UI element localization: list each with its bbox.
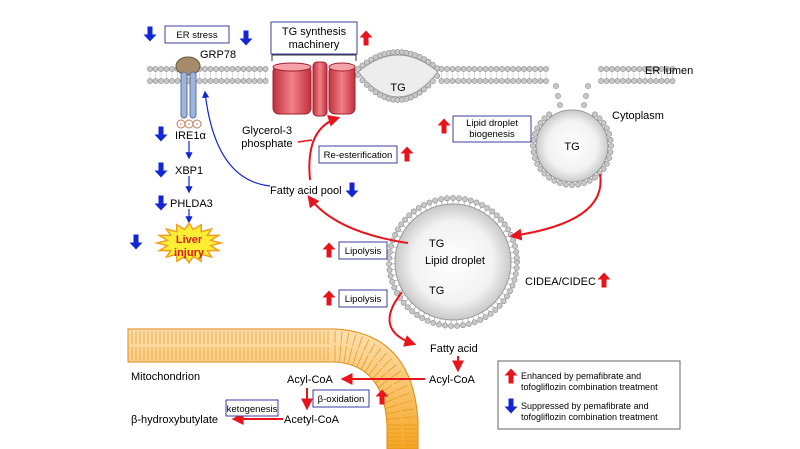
xbp1-label: XBP1 <box>175 165 203 177</box>
ketogenesis-box <box>225 399 279 417</box>
ire1a-label: IRE1α <box>175 130 206 142</box>
arrow-bud-to-droplet <box>509 173 602 241</box>
er-lumen-label: ER lumen <box>645 65 693 77</box>
er-membrane-heads <box>147 66 676 84</box>
enhanced-arrow-tg-synthesis <box>359 30 373 46</box>
arrow-lipolysis-to-fatty-acid <box>388 291 417 347</box>
suppressed-arrow-phlda3 <box>154 195 168 211</box>
legend-box <box>497 360 681 430</box>
arrow-fapool-er-stress <box>202 90 271 187</box>
phlda3-label: PHLDA3 <box>170 198 213 210</box>
beta-hydroxybutylate-label: β-hydroxybutylate <box>131 414 218 426</box>
enhanced-arrow-lipolysis-2 <box>322 290 336 306</box>
cytoplasm-label: Cytoplasm <box>612 110 664 122</box>
tg-ld-bottom-label: TG <box>429 285 444 297</box>
enhanced-arrow-lipolysis-1 <box>322 242 336 258</box>
suppressed-arrow-fatty-acid-pool <box>345 182 359 198</box>
budding-droplet-heads <box>530 83 614 188</box>
beta-oxidation-label: β-oxidation <box>318 394 365 405</box>
mitochondrion-membrane <box>127 328 419 449</box>
er-stress-box <box>164 25 230 44</box>
acyl-coa-right-label: Acyl-CoA <box>429 374 476 386</box>
liver-injury-burst <box>154 221 224 265</box>
tg-synthesis-machinery-protein <box>272 61 356 117</box>
svg-text:P: P <box>180 122 183 127</box>
ketogenesis-label: ketogenesis <box>227 404 278 415</box>
enhanced-arrow-ld-biogenesis <box>437 118 451 134</box>
beta-oxidation-box <box>312 389 370 408</box>
machinery-bracket <box>271 54 357 61</box>
suppressed-arrow-liver-injury <box>129 234 143 250</box>
lipid-droplet-heads <box>386 195 520 329</box>
svg-text:P: P <box>188 122 191 127</box>
svg-text:P: P <box>196 122 199 127</box>
lipid-droplet-label: Lipid droplet <box>425 255 485 267</box>
lipolysis-box-1 <box>338 241 388 260</box>
enhanced-arrow-re-esterification <box>400 146 414 162</box>
suppressed-arrow-xbp1 <box>154 162 168 178</box>
enhanced-arrow-cidea <box>597 272 611 288</box>
legend-enhanced-icon <box>504 368 518 384</box>
enhanced-arrows <box>322 30 611 405</box>
fatty-acid-label: Fatty acid <box>430 343 478 355</box>
legend-suppressed-icon <box>504 398 518 414</box>
lipolysis-label-2: Lipolysis <box>345 294 382 305</box>
suppressed-arrow-er-stress <box>143 26 157 42</box>
lipolysis-label-1: Lipolysis <box>345 246 382 257</box>
re-esterification-label: Re-esterification <box>324 150 393 161</box>
tg-bud-label: TG <box>564 141 579 153</box>
suppressed-arrow-grp78 <box>239 30 253 46</box>
mitochondrion-stripes <box>131 331 417 449</box>
re-esterification-box <box>318 145 398 164</box>
enhanced-arrow-beta-oxidation <box>375 389 389 405</box>
budding-lipid-droplet <box>535 109 609 183</box>
tg-er-label: TG <box>390 82 405 94</box>
lipolysis-box-2 <box>338 289 388 308</box>
er-stress-label: ER stress <box>176 30 217 41</box>
acetyl-coa-label: Acetyl-CoA <box>284 414 340 426</box>
lipid-droplet-biogenesis-box <box>452 115 532 143</box>
arrow-lipolysis-to-pool <box>307 195 409 244</box>
mitochondrion-label: Mitochondrion <box>131 371 200 383</box>
grp78-ire1-protein: P P P <box>175 56 202 129</box>
grp78-label: GRP78 <box>200 49 236 61</box>
suppressed-arrow-ire1a <box>154 126 168 142</box>
fatty-acid-pool-label: Fatty acid pool <box>270 185 342 197</box>
cidea-cidec-label: CIDEA/CIDEC <box>525 276 596 288</box>
tg-ld-top-label: TG <box>429 238 444 250</box>
arrow-re-esterification <box>308 115 341 181</box>
acyl-coa-left-label: Acyl-CoA <box>287 374 334 386</box>
er-tg-lens-heads <box>355 49 441 103</box>
suppressed-arrows <box>129 26 518 414</box>
tg-synthesis-box <box>270 21 358 55</box>
arrow-glycerol <box>297 139 313 143</box>
